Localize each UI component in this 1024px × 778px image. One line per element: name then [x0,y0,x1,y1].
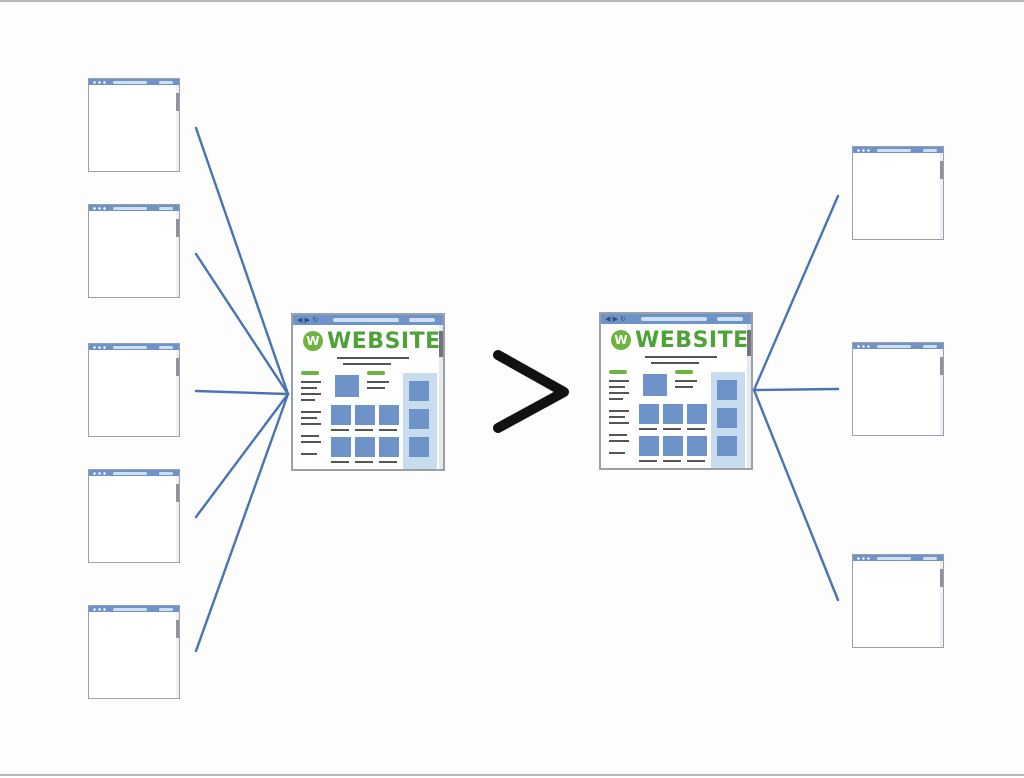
browser-bar [89,79,179,85]
left-page-3 [88,343,180,437]
link-right-3 [754,390,838,600]
image-block [663,404,683,424]
sidebar-column [711,372,745,468]
browser-bar [853,147,943,153]
scrollbar [176,350,179,436]
browser-bar [89,205,179,211]
link-left-4 [196,394,288,517]
green-tag [675,370,693,374]
scrollbar [940,349,943,435]
subtitle-line [651,362,699,364]
address-bar [333,318,399,322]
sidebar-column [403,373,437,469]
nav-arrows-icon: ◀ ▶ ↻ [297,316,318,324]
image-block [379,437,399,457]
green-tag [609,370,627,374]
search-bar [409,318,435,322]
scrollbar [176,476,179,562]
green-tag [367,371,385,375]
browser-toolbar: ◀ ▶ ↻ [293,315,443,325]
website-left: ◀ ▶ ↻ W WEBSITE [291,313,445,471]
image-block [639,436,659,456]
link-left-3 [196,391,288,394]
scrollbar [940,561,943,647]
website-title: WEBSITE [635,328,749,354]
scrollbar [176,211,179,297]
image-block [355,437,375,457]
browser-bar [853,343,943,349]
link-right-1 [754,196,838,390]
image-block [355,405,375,425]
website-right: ◀ ▶ ↻ W WEBSITE [599,312,753,470]
scrollbar [176,85,179,171]
image-block [687,436,707,456]
image-block [639,404,659,424]
right-page-1 [852,146,944,240]
left-page-5 [88,605,180,699]
image-block [331,437,351,457]
subtitle-line [645,356,717,358]
browser-bar [89,470,179,476]
browser-bar [853,555,943,561]
scrollbar [747,324,751,468]
right-page-2 [852,342,944,436]
browser-toolbar: ◀ ▶ ↻ [601,314,751,324]
browser-bar [89,344,179,350]
website-logo-icon: W [303,331,323,351]
scrollbar [439,325,443,469]
link-right-2 [754,389,838,390]
scrollbar [940,153,943,239]
image-block [687,404,707,424]
search-bar [717,317,743,321]
link-left-1 [196,128,288,394]
address-bar [641,317,707,321]
nav-arrows-icon: ◀ ▶ ↻ [605,315,626,323]
left-page-2 [88,204,180,298]
link-left-5 [196,394,288,651]
image-block [643,374,667,396]
left-page-1 [88,78,180,172]
image-block [331,405,351,425]
subtitle-line [337,357,409,359]
website-title: WEBSITE [327,329,441,355]
image-block [379,405,399,425]
website-logo-icon: W [611,330,631,350]
scrollbar [176,612,179,698]
subtitle-line [343,363,391,365]
greater-than-symbol [498,355,564,428]
right-page-3 [852,554,944,648]
link-left-2 [196,254,288,394]
image-block [663,436,683,456]
left-page-4 [88,469,180,563]
browser-bar [89,606,179,612]
green-tag [301,371,319,375]
image-block [335,375,359,397]
